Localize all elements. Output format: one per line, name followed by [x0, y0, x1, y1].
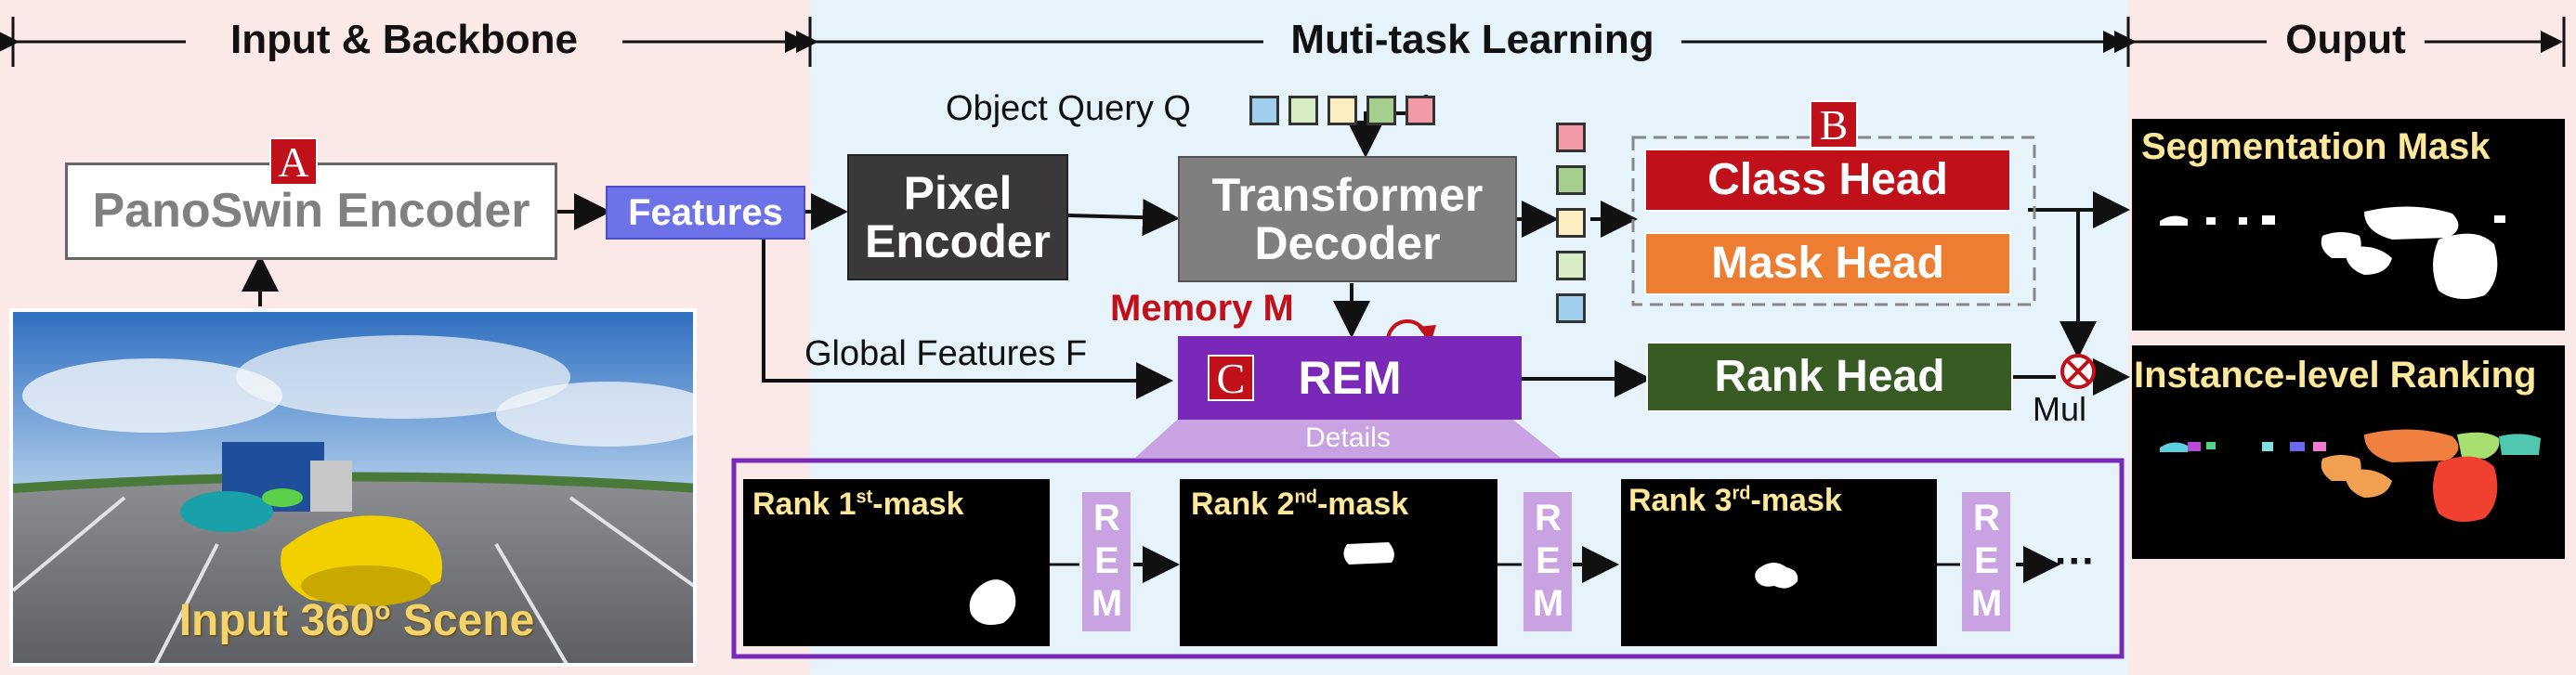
rank-mask-2-shape: [1343, 542, 1394, 565]
transformer-decoder-box: Transformer Decoder: [1178, 156, 1517, 282]
panorama-illustration: [13, 312, 693, 663]
memory-label: Memory M: [1110, 288, 1294, 329]
section-output: Ouput: [2285, 17, 2406, 62]
heads-group-frame: [1631, 136, 2036, 306]
rem-step-2: REM: [1523, 492, 1572, 631]
segmentation-output: Segmentation Mask: [2132, 119, 2565, 331]
segmentation-title: Segmentation Mask: [2141, 126, 2491, 167]
rank-mask-2: Rank 2nd-mask: [1180, 479, 1497, 646]
rank-mask-1-suffix: -mask: [872, 487, 964, 522]
rank-mask-3-shape: [1755, 563, 1798, 589]
rank-mask-3-label: Rank 3rd-mask: [1628, 483, 1842, 519]
input-scene-text: Input 360: [178, 596, 375, 645]
mask-head-label: Mask Head: [1711, 238, 1944, 288]
query-square: [1366, 96, 1396, 125]
input-scene-caption: Input 360o Scene: [13, 595, 693, 646]
stack-square: [1556, 165, 1586, 195]
mul-operator: [2060, 354, 2096, 389]
stack-square: [1556, 123, 1586, 152]
input-scene-text2: Scene: [390, 596, 535, 645]
features-label: Features: [628, 192, 783, 233]
stack-square: [1556, 208, 1586, 238]
ranking-title: Instance-level Ranking: [2134, 355, 2537, 396]
rank-mask-3-sup: rd: [1732, 483, 1751, 504]
rank-mask-2-prefix: Rank 2: [1191, 487, 1295, 522]
class-head-box: Class Head: [1644, 149, 2011, 212]
rank-mask-1-prefix: Rank 1: [752, 487, 856, 522]
output-panel: [2128, 0, 2576, 675]
badge-b: B: [1810, 100, 1858, 149]
section-header-lines: [0, 17, 2566, 67]
badge-a: A: [269, 137, 318, 186]
object-query-squares: [1249, 96, 1435, 125]
rank-mask-1-shape: [969, 579, 1016, 626]
input-360-image: Input 360o Scene: [9, 308, 697, 667]
transformer-decoder-line1: Transformer: [1211, 168, 1484, 221]
segmentation-shapes: [2160, 206, 2505, 299]
details-frame: [731, 458, 2125, 659]
features-box: Features: [606, 186, 805, 240]
rank-mask-2-suffix: -mask: [1316, 487, 1409, 522]
class-head-label: Class Head: [1707, 154, 1948, 204]
pixel-encoder-line1: Pixel: [903, 166, 1013, 219]
rem-label: REM: [1298, 351, 1402, 404]
ranking-shapes: [2160, 429, 2541, 522]
mask-head-box: Mask Head: [1644, 232, 2011, 295]
rank-head-box: Rank Head: [1646, 342, 2013, 412]
transformer-decoder-line2: Decoder: [1254, 217, 1441, 269]
rank-mask-3: Rank 3rd-mask: [1621, 479, 1937, 646]
pixel-encoder-line2: Encoder: [864, 215, 1052, 267]
query-square: [1288, 96, 1318, 125]
query-output-stack: [1556, 123, 1586, 323]
query-square: [1406, 96, 1435, 125]
rank-mask-3-prefix: Rank 3: [1628, 483, 1733, 518]
pixel-encoder-box: Pixel Encoder: [847, 154, 1068, 280]
mul-label: Mul: [2033, 390, 2087, 428]
rank-mask-1-label: Rank 1st-mask: [752, 487, 964, 523]
ellipsis: ···: [2055, 539, 2096, 584]
stack-square: [1556, 293, 1586, 323]
rem-step-1: REM: [1082, 492, 1131, 631]
details-label: Details: [1305, 422, 1391, 453]
details-trapezoid: [1135, 413, 1561, 458]
rank-mask-1-sup: st: [856, 487, 873, 508]
rank-mask-3-suffix: -mask: [1750, 483, 1842, 518]
object-query-label: Object Query Q: [946, 89, 1191, 128]
badge-c: C: [1208, 355, 1254, 402]
query-square: [1327, 96, 1357, 125]
input-scene-sup: o: [374, 596, 391, 625]
section-multitask: Muti-task Learning: [1290, 17, 1654, 62]
rank-mask-2-label: Rank 2nd-mask: [1191, 487, 1408, 523]
section-input-backbone: Input & Backbone: [229, 17, 579, 62]
ranking-output: Instance-level Ranking: [2132, 345, 2565, 559]
rem-step-3: REM: [1962, 492, 2010, 631]
rank-head-label: Rank Head: [1714, 351, 1945, 401]
global-features-label: Global Features F: [804, 334, 1088, 373]
rank-mask-2-sup: nd: [1294, 487, 1317, 508]
panoswin-encoder-label: PanoSwin Encoder: [92, 184, 530, 239]
stack-square: [1556, 251, 1586, 280]
query-square: [1249, 96, 1279, 125]
rank-mask-1: Rank 1st-mask: [743, 479, 1050, 646]
